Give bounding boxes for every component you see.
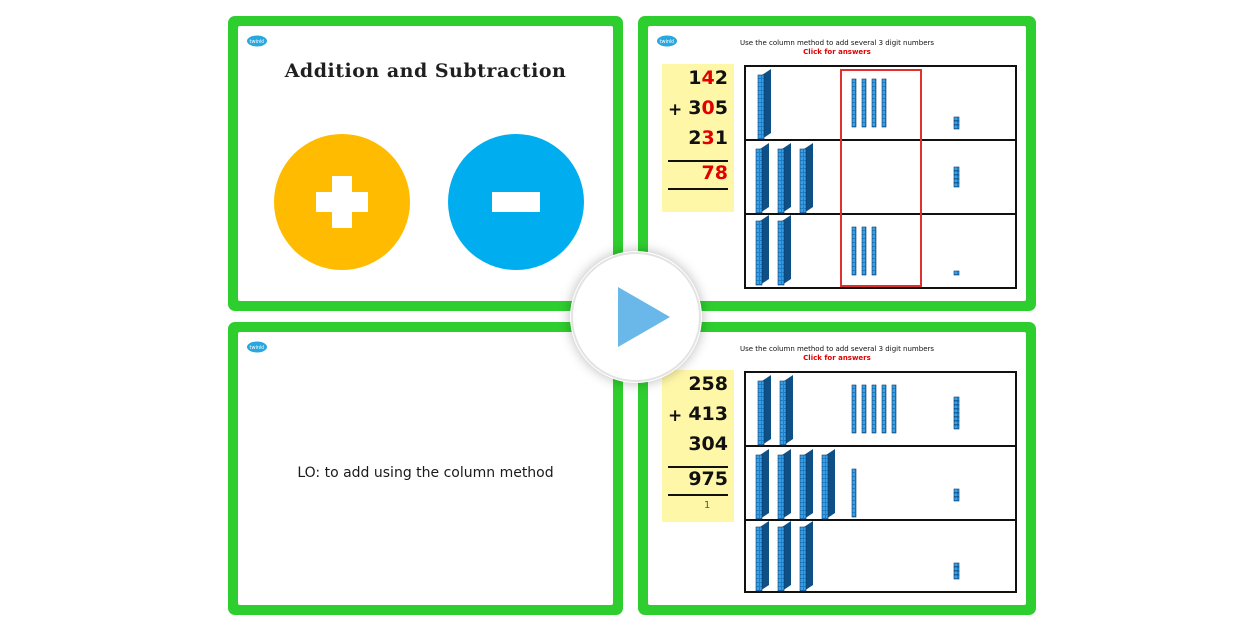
carry-digit: 1 xyxy=(704,500,711,511)
plus-circle xyxy=(274,134,410,270)
addend-3: 304 xyxy=(688,433,728,455)
plus-icon xyxy=(316,176,368,228)
slide-thumbnail-1[interactable]: twinkl Addition and Subtraction xyxy=(228,16,623,311)
svg-text:twinkl: twinkl xyxy=(250,39,265,45)
slide-2-canvas: twinkl Use the column method to add seve… xyxy=(648,26,1026,301)
sum-line-top xyxy=(668,160,728,162)
slide-thumbnail-2[interactable]: twinkl Use the column method to add seve… xyxy=(638,16,1036,311)
tens-highlight xyxy=(840,69,922,287)
click-for-answers-link[interactable]: Click for answers xyxy=(803,354,871,362)
sum-line-top xyxy=(668,466,728,468)
slide-4-canvas: twinkl Use the column method to add seve… xyxy=(648,332,1026,605)
svg-text:twinkl: twinkl xyxy=(250,345,265,351)
sum-line-bottom xyxy=(668,494,728,496)
learning-objective: LO: to add using the column method xyxy=(297,465,554,481)
slide-thumbnail-3[interactable]: twinkl LO: to add using the column metho… xyxy=(228,322,623,615)
click-for-answers-link[interactable]: Click for answers xyxy=(803,48,871,56)
cloud-logo-icon: twinkl xyxy=(247,341,267,353)
sum-panel: 258 + 413 304 975 1 xyxy=(662,370,734,522)
addend-1: 258 xyxy=(688,373,728,395)
grid-divider xyxy=(746,445,1015,447)
base-ten-blocks xyxy=(755,374,960,591)
place-value-grid xyxy=(744,65,1017,289)
cloud-logo-icon: twinkl xyxy=(247,35,267,47)
minus-icon xyxy=(492,192,540,212)
place-value-grid xyxy=(744,371,1017,593)
play-button[interactable] xyxy=(570,251,702,383)
grid-divider xyxy=(746,213,1015,215)
svg-text:twinkl: twinkl xyxy=(660,39,675,45)
plus-operator: + xyxy=(668,406,683,426)
addend-2: 413 xyxy=(688,403,728,425)
base-ten-blocks xyxy=(755,68,960,286)
slide-1-canvas: twinkl Addition and Subtraction xyxy=(238,26,613,301)
sum-panel: 142 + 305 231 78 xyxy=(662,64,734,212)
play-icon xyxy=(571,252,701,382)
sum-line-bottom xyxy=(668,188,728,190)
slide-thumbnail-4[interactable]: twinkl Use the column method to add seve… xyxy=(638,322,1036,615)
minus-circle xyxy=(448,134,584,270)
partial-answer: 78 xyxy=(701,162,728,184)
addend-1: 142 xyxy=(688,67,728,89)
slide-3-canvas: twinkl LO: to add using the column metho… xyxy=(238,332,613,605)
addend-2: 305 xyxy=(688,97,728,119)
cloud-logo-icon: twinkl xyxy=(657,35,677,47)
grid-divider xyxy=(746,519,1015,521)
addend-3: 231 xyxy=(688,127,728,149)
plus-operator: + xyxy=(668,100,683,120)
slide-1-title: Addition and Subtraction xyxy=(284,60,567,82)
slide-4-header: Use the column method to add several 3 d… xyxy=(739,345,935,353)
sum-answer: 975 xyxy=(688,468,728,490)
grid-divider xyxy=(746,139,1015,141)
slide-2-header: Use the column method to add several 3 d… xyxy=(739,39,935,47)
